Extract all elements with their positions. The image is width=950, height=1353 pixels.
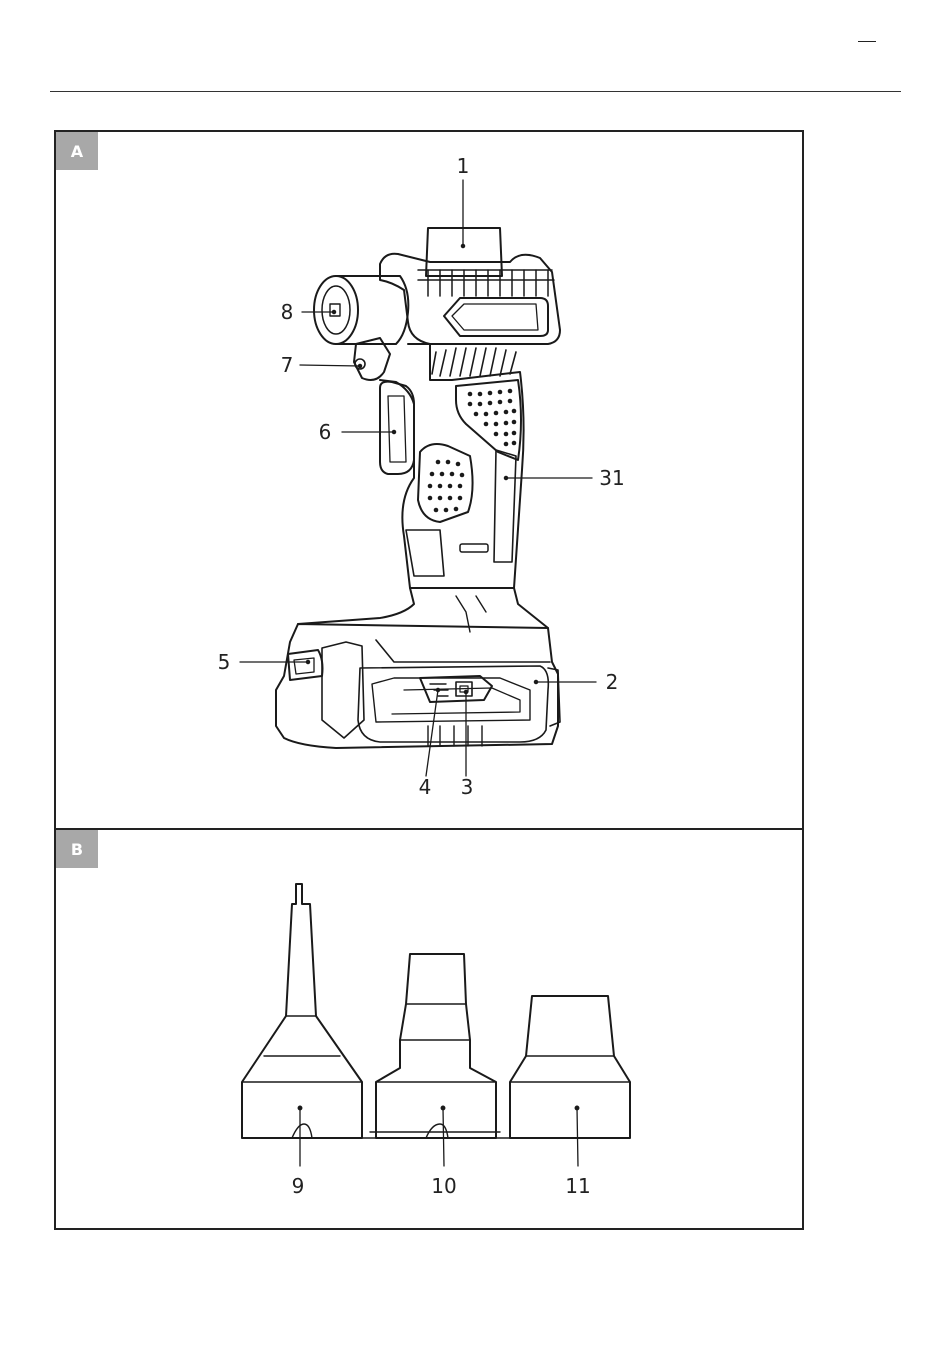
callout-31: 31 [599, 466, 624, 490]
cooling-fins [418, 270, 554, 296]
callout-4: 4 [419, 775, 432, 799]
callout-8: 8 [281, 300, 294, 324]
callout-10: 10 [431, 1174, 456, 1198]
callout-3: 3 [461, 775, 474, 799]
callout-2: 2 [606, 670, 619, 694]
nozzle-wide [510, 996, 630, 1138]
grip-dots-lower [428, 460, 465, 513]
grip-dots-upper [468, 389, 517, 447]
nozzle-stepped [376, 954, 496, 1138]
callouts-b: 9 10 11 [292, 1174, 591, 1198]
callout-1: 1 [457, 154, 470, 178]
callout-6: 6 [319, 420, 332, 444]
compressor-top-cap [426, 228, 502, 276]
compressor-drawing [276, 228, 560, 748]
battery-pack [276, 624, 558, 748]
callout-11: 11 [565, 1174, 590, 1198]
callout-7: 7 [281, 353, 294, 377]
callout-9: 9 [292, 1174, 305, 1198]
vent-slots [432, 348, 516, 376]
battery-release-button [288, 650, 323, 680]
page-marker-text: — [858, 30, 876, 46]
leader-lines-b [298, 1106, 579, 1166]
nozzle-drawing [242, 884, 630, 1138]
callouts-a: 1 8 7 6 31 5 2 4 3 [218, 154, 625, 799]
nozzle-needle [242, 884, 362, 1138]
callout-5: 5 [218, 650, 231, 674]
